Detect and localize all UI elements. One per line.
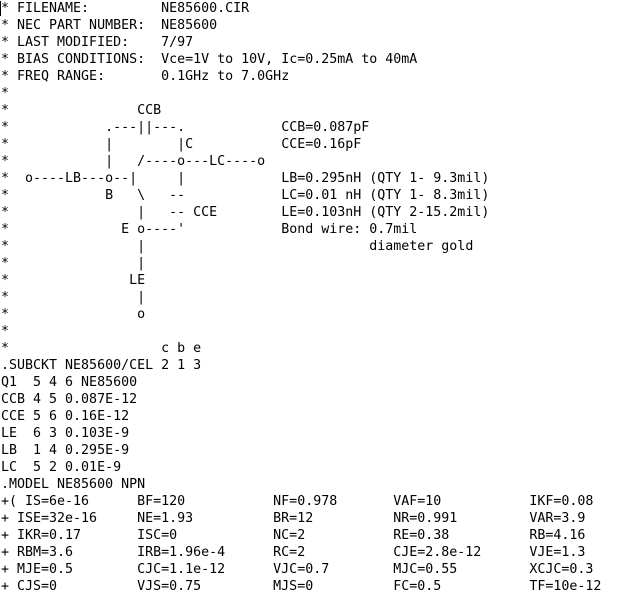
model-param: + ISE=32e-16 bbox=[1, 511, 98, 526]
diagram-line: * | bbox=[1, 290, 146, 305]
diagram-line: * | |C CCE=0.16pF bbox=[1, 137, 362, 152]
file-header-comments: * FILENAME: NE85600.CIR * NEC PART NUMBE… bbox=[1, 0, 489, 85]
diagram-line: * o bbox=[1, 307, 146, 322]
diagram-line: * CCB bbox=[1, 103, 162, 118]
model-param: IKF=0.08 bbox=[529, 494, 594, 509]
netlist-line: CCB 4 5 0.087E-12 bbox=[1, 392, 138, 407]
model-param: VJC=0.7 bbox=[273, 562, 330, 577]
model-param: +( IS=6e-16 bbox=[1, 494, 90, 509]
model-param-row: + IKR=0.17 ISC=0 NC=2 RE=0.38 RB=4.16 bbox=[1, 527, 585, 544]
model-param: NF=0.978 bbox=[273, 494, 338, 509]
netlist-line: LB 1 4 0.295E-9 bbox=[1, 443, 130, 458]
model-param: CJE=2.8e-12 bbox=[393, 545, 482, 560]
header-line-last-modified: * LAST MODIFIED: 7/97 bbox=[1, 35, 194, 50]
model-param: + IKR=0.17 bbox=[1, 528, 82, 543]
header-line-part-number: * NEC PART NUMBER: NE85600 bbox=[1, 18, 218, 33]
spice-model-document[interactable]: * FILENAME: NE85600.CIR * NEC PART NUMBE… bbox=[1, 0, 601, 595]
model-param-row: +( IS=6e-16 BF=120 NF=0.978 VAF=10 IKF=0.08 bbox=[1, 493, 593, 510]
header-line-filename: * FILENAME: NE85600.CIR bbox=[1, 1, 250, 16]
model-param: BR=12 bbox=[273, 511, 314, 526]
diagram-line: * E o----' Bond wire: 0.7mil bbox=[1, 222, 418, 237]
model-param-row: + RBM=3.6 IRB=1.96e-4 RC=2 CJE=2.8e-12 VJE=1… bbox=[1, 544, 585, 561]
diagram-line: * B \ -- LC=0.01 nH (QTY 1- 8.3mil) bbox=[1, 188, 490, 203]
diagram-line: * | bbox=[1, 256, 146, 271]
model-param-row: + CJS=0 VJS=0.75 MJS=0 FC=0.5 TF=10e-12 bbox=[1, 578, 601, 595]
diagram-line: * bbox=[1, 324, 10, 339]
text-cursor bbox=[0, 1, 1, 16]
model-param: RC=2 bbox=[273, 545, 306, 560]
model-param: FC=0.5 bbox=[393, 579, 442, 594]
model-param: MJC=0.55 bbox=[393, 562, 458, 577]
model-param: RB=4.16 bbox=[529, 528, 586, 543]
model-param: NE=1.93 bbox=[137, 511, 194, 526]
model-param-row: + MJE=0.5 CJC=1.1e-12 VJC=0.7 MJC=0.55 XCJC=… bbox=[1, 561, 593, 578]
diagram-line: * c b e bbox=[1, 341, 202, 356]
netlist-line: LC 5 2 0.01E-9 bbox=[1, 460, 122, 475]
model-param: + CJS=0 bbox=[1, 579, 58, 594]
diagram-line: * .---||---. CCB=0.087pF bbox=[1, 120, 370, 135]
diagram-line: * LE bbox=[1, 273, 146, 288]
model-param-row: + ISE=32e-16 NE=1.93 BR=12 NR=0.991 VAR=3.9 bbox=[1, 510, 585, 527]
model-param: NC=2 bbox=[273, 528, 306, 543]
model-param: VAF=10 bbox=[393, 494, 442, 509]
model-param: VJE=1.3 bbox=[529, 545, 586, 560]
model-param: MJS=0 bbox=[273, 579, 314, 594]
diagram-line: * o----LB---o--| | LB=0.295nH (QTY 1- 9.… bbox=[1, 171, 490, 186]
model-param: + RBM=3.6 bbox=[1, 545, 74, 560]
model-param: BF=120 bbox=[137, 494, 186, 509]
model-param: VJS=0.75 bbox=[137, 579, 202, 594]
model-param: RE=0.38 bbox=[393, 528, 450, 543]
model-param: + MJE=0.5 bbox=[1, 562, 74, 577]
diagram-line: * | /----o---LC----o bbox=[1, 154, 266, 169]
netlist-line: LE 6 3 0.103E-9 bbox=[1, 426, 130, 441]
model-param: VAR=3.9 bbox=[529, 511, 586, 526]
netlist-line: Q1 5 4 6 NE85600 bbox=[1, 375, 138, 390]
netlist-line: CCE 5 6 0.16E-12 bbox=[1, 409, 130, 424]
model-param: TF=10e-12 bbox=[529, 579, 602, 594]
model-param: ISC=0 bbox=[137, 528, 178, 543]
subckt-declaration: .SUBCKT NE85600/CEL 2 1 3 bbox=[1, 358, 202, 373]
diagram-line: * | -- CCE LE=0.103nH (QTY 2-15.2mil) bbox=[1, 205, 490, 220]
diagram-line: * bbox=[1, 86, 10, 101]
model-param: NR=0.991 bbox=[393, 511, 458, 526]
model-declaration: .MODEL NE85600 NPN bbox=[1, 477, 146, 492]
header-line-freq-range: * FREQ RANGE: 0.1GHz to 7.0GHz bbox=[1, 69, 290, 84]
model-param: CJC=1.1e-12 bbox=[137, 562, 226, 577]
model-param: XCJC=0.3 bbox=[529, 562, 594, 577]
header-line-bias-conditions: * BIAS CONDITIONS: Vce=1V to 10V, Ic=0.2… bbox=[1, 52, 418, 67]
model-param: IRB=1.96e-4 bbox=[137, 545, 226, 560]
subckt-netlist: .SUBCKT NE85600/CEL 2 1 3 Q1 5 4 6 NE856… bbox=[1, 357, 489, 493]
ascii-circuit-diagram: * * CCB * .---||---. CCB=0.087pF * | |C … bbox=[1, 85, 489, 357]
diagram-line: * | diameter gold bbox=[1, 239, 474, 254]
